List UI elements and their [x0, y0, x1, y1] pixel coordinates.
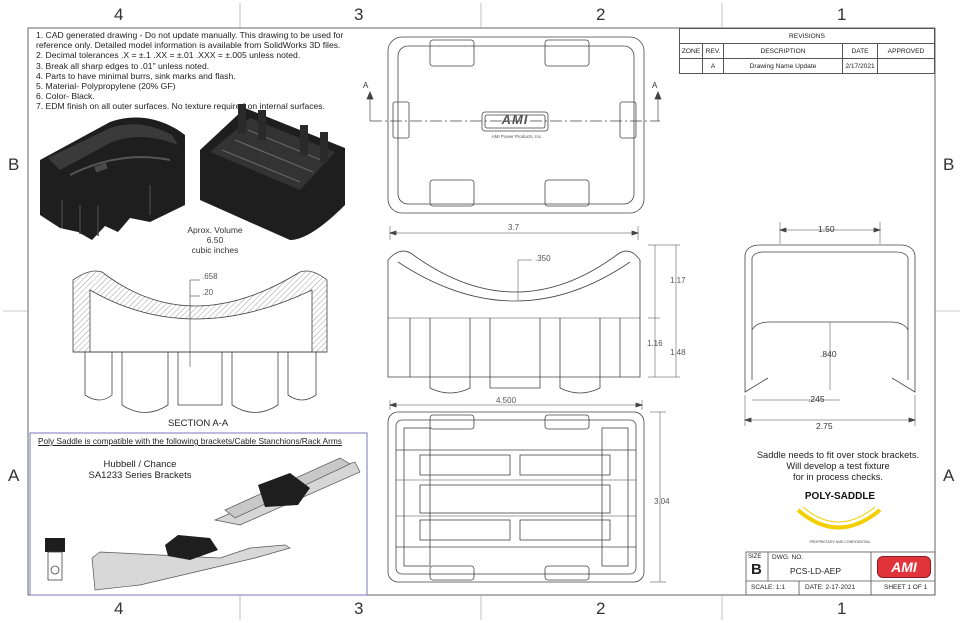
title-block-ami-logo: AMI — [877, 556, 931, 578]
section-dim-20: .20 — [202, 288, 214, 297]
dim-1-17: 1.17 — [670, 276, 686, 285]
section-a-a-view — [72, 270, 328, 413]
note-line: 3. Break all sharp edges to .01" unless … — [36, 60, 210, 71]
section-dim-658: .658 — [202, 272, 218, 281]
zone-top-3: 3 — [354, 5, 364, 24]
rev-cell — [679, 58, 703, 74]
dwg-no-label: DWG. NO. — [772, 554, 804, 561]
dwg-no-value: PCS-LD-AEP — [790, 566, 842, 576]
note-line: 6. Color- Black. — [36, 91, 95, 102]
zone-bottom-3: 3 — [354, 599, 364, 618]
rev-col-rev: REV. — [702, 43, 724, 59]
top-view-logo-sub: AMI Power Products, Inc. — [491, 134, 543, 139]
revisions-table: REVISIONS ZONE REV. DESCRIPTION DATE APP… — [679, 28, 935, 74]
fixture-note: Saddle needs to fit over stock brackets.… — [738, 450, 938, 483]
zone-bottom-2: 2 — [596, 599, 606, 618]
sheet-number: SHEET 1 OF 1 — [884, 584, 928, 591]
general-notes: 1. CAD generated drawing - Do not update… — [36, 30, 396, 112]
isometric-render-bottom — [200, 104, 345, 240]
compat-series: SA1233 Series Brackets — [88, 470, 192, 481]
side-view — [743, 222, 917, 426]
dim-4-500: 4.500 — [496, 396, 517, 405]
zone-right-a: A — [943, 466, 955, 485]
dim-1-48: 1.48 — [670, 348, 686, 357]
zone-right-b: B — [943, 155, 955, 174]
rev-cell — [877, 58, 935, 74]
product-name: POLY-SADDLE — [804, 491, 876, 502]
front-view — [387, 226, 680, 394]
zone-top-2: 2 — [596, 5, 606, 24]
zone-left-a: A — [8, 466, 20, 485]
fixture-line: for in process checks. — [793, 472, 883, 482]
note-line: 1. CAD generated drawing - Do not update… — [36, 30, 344, 40]
section-marker-right: A — [652, 81, 658, 90]
volume-line-1: Aprox. Volume 6.50 — [187, 225, 243, 245]
size-value: B — [751, 561, 762, 578]
fixture-line: Saddle needs to fit over stock brackets. — [756, 450, 920, 460]
rev-col-zone: ZONE — [679, 43, 703, 59]
volume-note: Aprox. Volume 6.50 cubic inches — [180, 225, 250, 255]
note-line: reference only. Detailed model informati… — [36, 40, 341, 51]
rev-cell: A — [702, 58, 724, 74]
dim-350: .350 — [535, 254, 551, 263]
zone-bottom-4: 4 — [114, 599, 124, 618]
zone-top-1: 1 — [837, 5, 847, 24]
dim-3-04: 3.04 — [654, 497, 670, 506]
revisions-title: REVISIONS — [679, 28, 935, 44]
section-marker-left: A — [363, 81, 369, 90]
title-block — [745, 551, 936, 596]
compat-header: Poly Saddle is compatible with the follo… — [38, 436, 342, 446]
top-view — [366, 36, 662, 214]
rev-col-date: DATE — [842, 43, 878, 59]
volume-line-2: cubic inches — [191, 245, 239, 255]
note-line: 5. Material- Polypropylene (20% GF) — [36, 81, 176, 92]
note-line: 2. Decimal tolerances .X = ±.1 .XX = ±.0… — [36, 50, 301, 61]
compat-box — [29, 432, 368, 596]
scale: SCALE: 1:1 — [751, 584, 785, 591]
dim-3-7: 3.7 — [508, 223, 520, 232]
drawing-date: DATE: 2-17-2021 — [805, 584, 856, 591]
isometric-render-top — [40, 117, 185, 240]
fixture-line: Will develop a test fixture — [786, 461, 890, 471]
section-label: SECTION A-A — [168, 418, 229, 429]
top-view-ami-logo: AMI — [501, 112, 529, 127]
zone-bottom-1: 1 — [837, 599, 847, 618]
product-tag: PROPRIETARY AND CONFIDENTIAL — [809, 540, 871, 544]
note-line: 4. Parts to have minimal burrs, sink mar… — [36, 70, 236, 81]
rev-cell: 2/17/2021 — [842, 58, 878, 74]
rev-col-description: DESCRIPTION — [723, 43, 843, 59]
dim-2-75: 2.75 — [816, 421, 833, 431]
dim-245: .245 — [808, 394, 825, 404]
bottom-view — [387, 400, 666, 583]
rev-cell: Drawing Name Update — [723, 58, 843, 74]
poly-saddle-logo — [796, 506, 882, 530]
zone-left-b: B — [8, 155, 20, 174]
note-line: 7. EDM finish on all outer surfaces. No … — [36, 101, 325, 112]
dim-840: .840 — [820, 349, 837, 359]
zone-top-4: 4 — [114, 5, 124, 24]
dim-1-16: 1.16 — [647, 339, 663, 348]
dim-1-50: 1.50 — [818, 224, 835, 234]
compat-brand: Hubbell / Chance — [103, 459, 177, 470]
rev-col-approved: APPROVED — [877, 43, 935, 59]
size-label: SIZE — [748, 554, 762, 560]
